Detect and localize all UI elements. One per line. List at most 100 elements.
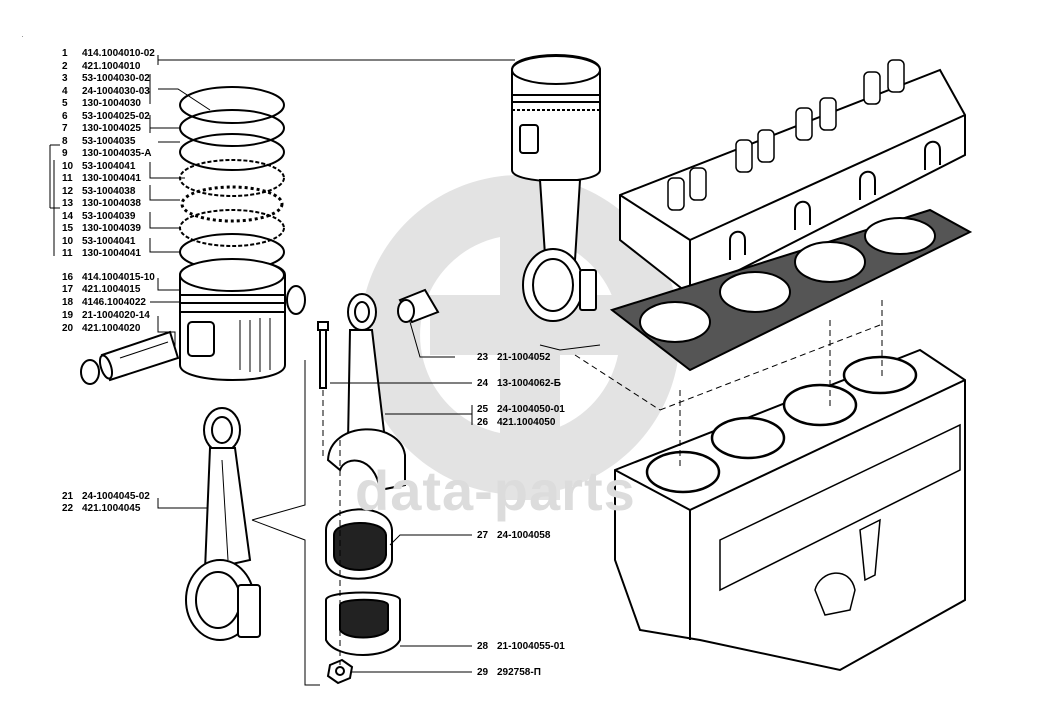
callout-number: 21 bbox=[62, 491, 74, 502]
callout-number: 17 bbox=[62, 284, 74, 295]
callout-number: 10 bbox=[62, 235, 74, 247]
part-number: 53-1004035 bbox=[82, 135, 136, 147]
part-number: 421.1004045 bbox=[82, 503, 141, 514]
callout-number: 10 bbox=[62, 160, 74, 172]
callout-number: 13 bbox=[62, 198, 74, 209]
connecting-rod-left bbox=[185, 407, 261, 641]
part-number: 21-1004055-01 bbox=[497, 641, 565, 652]
callout-label: 8 53-1004035 bbox=[62, 136, 135, 148]
part-number: 130-1004035-А bbox=[82, 148, 152, 159]
callout-label: 12 53-1004038 bbox=[62, 186, 135, 198]
callout-label: 27 24-1004058 bbox=[477, 530, 550, 542]
callout-number: 15 bbox=[62, 223, 74, 234]
part-number: 53-1004041 bbox=[82, 160, 136, 172]
callout-label: 17 421.1004015 bbox=[62, 284, 140, 296]
callout-number: 3 bbox=[62, 73, 68, 84]
part-number: 21-1004052 bbox=[497, 352, 551, 363]
part-number: 53-1004025-02 bbox=[82, 110, 150, 122]
callout-label: 1 414.1004010-02 bbox=[62, 48, 155, 60]
callout-number: 23 bbox=[477, 352, 489, 363]
stray-dot bbox=[22, 36, 23, 37]
rod-cap bbox=[325, 591, 401, 656]
callout-number: 16 bbox=[62, 272, 74, 283]
part-number: 53-1004030-02 bbox=[82, 73, 150, 84]
part-number: 4146.1004022 bbox=[82, 297, 146, 308]
callout-number: 5 bbox=[62, 98, 68, 109]
callout-number: 1 bbox=[62, 48, 68, 59]
callout-number: 7 bbox=[62, 123, 68, 134]
head-gasket bbox=[609, 208, 973, 372]
callout-label: 28 21-1004055-01 bbox=[477, 641, 565, 653]
callout-number: 25 bbox=[477, 404, 489, 415]
cylinder-block bbox=[614, 348, 966, 672]
part-number: 130-1004030 bbox=[82, 98, 141, 109]
callout-label: 6 53-1004025-02 bbox=[62, 111, 150, 123]
callout-label: 15 130-1004039 bbox=[62, 223, 141, 235]
callout-number: 14 bbox=[62, 210, 74, 222]
part-number: 292758-П bbox=[497, 667, 541, 678]
callout-label: 25 24-1004050-01 bbox=[477, 404, 565, 416]
callout-label: 14 53-1004039 bbox=[62, 211, 135, 223]
bearing-shells bbox=[325, 508, 393, 580]
nut bbox=[326, 658, 354, 685]
part-number: 414.1004015-10 bbox=[82, 272, 155, 283]
callout-label: 19 21-1004020-14 bbox=[62, 310, 150, 322]
part-number: 130-1004039 bbox=[82, 223, 141, 234]
callout-number: 12 bbox=[62, 185, 74, 197]
callout-number: 6 bbox=[62, 110, 68, 122]
circlips bbox=[80, 285, 306, 385]
callout-label: 29 292758-П bbox=[477, 667, 541, 679]
part-number: 421.1004015 bbox=[82, 284, 141, 295]
callout-label: 16 414.1004015-10 bbox=[62, 272, 155, 284]
rod-bolt bbox=[317, 321, 329, 389]
alignment-lines bbox=[322, 300, 883, 665]
callout-label: 13 130-1004038 bbox=[62, 198, 141, 210]
callout-number: 24 bbox=[477, 378, 489, 389]
callout-label: 3 53-1004030-02 bbox=[62, 73, 150, 85]
connecting-rod-middle bbox=[326, 293, 406, 492]
part-number: 53-1004039 bbox=[82, 210, 136, 222]
callout-number: 18 bbox=[62, 297, 74, 308]
part-number: 53-1004038 bbox=[82, 185, 136, 197]
callout-label: 5 130-1004030 bbox=[62, 98, 141, 110]
callout-label: 7 130-1004025 bbox=[62, 123, 141, 135]
callout-number: 22 bbox=[62, 503, 74, 514]
callout-number: 11 bbox=[62, 173, 73, 184]
cylinder-head bbox=[619, 59, 966, 297]
piston-left bbox=[179, 258, 286, 381]
part-number: 130-1004041 bbox=[82, 173, 141, 184]
callout-number: 29 bbox=[477, 667, 489, 678]
piston-pin bbox=[98, 330, 180, 382]
part-number: 421.1004050 bbox=[497, 417, 556, 428]
part-number: 24-1004050-01 bbox=[497, 404, 565, 415]
callout-number: 4 bbox=[62, 85, 68, 97]
callout-number: 2 bbox=[62, 60, 68, 72]
callout-label: 9 130-1004035-А bbox=[62, 148, 152, 160]
part-number: 130-1004041 bbox=[82, 248, 141, 259]
callout-number: 9 bbox=[62, 148, 68, 159]
bushing bbox=[397, 288, 440, 324]
callout-label: 23 21-1004052 bbox=[477, 352, 550, 364]
part-number: 130-1004025 bbox=[82, 123, 141, 134]
part-number: 130-1004038 bbox=[82, 198, 141, 209]
callout-label: 10 53-1004041 bbox=[62, 161, 135, 173]
callout-label: 24 13-1004062-Б bbox=[477, 378, 561, 390]
callout-number: 8 bbox=[62, 135, 68, 147]
callout-number: 19 bbox=[62, 310, 74, 321]
part-number: 21-1004020-14 bbox=[82, 310, 150, 321]
part-number: 13-1004062-Б bbox=[497, 378, 561, 389]
part-number: 421.1004010 bbox=[82, 60, 141, 72]
part-number: 414.1004010-02 bbox=[82, 48, 155, 59]
leader-lines bbox=[49, 55, 601, 686]
watermark-text: data-parts bbox=[355, 459, 636, 522]
part-number: 24-1004058 bbox=[497, 530, 551, 541]
callout-number: 27 bbox=[477, 530, 489, 541]
callout-number: 28 bbox=[477, 641, 489, 652]
callout-number: 20 bbox=[62, 323, 74, 334]
